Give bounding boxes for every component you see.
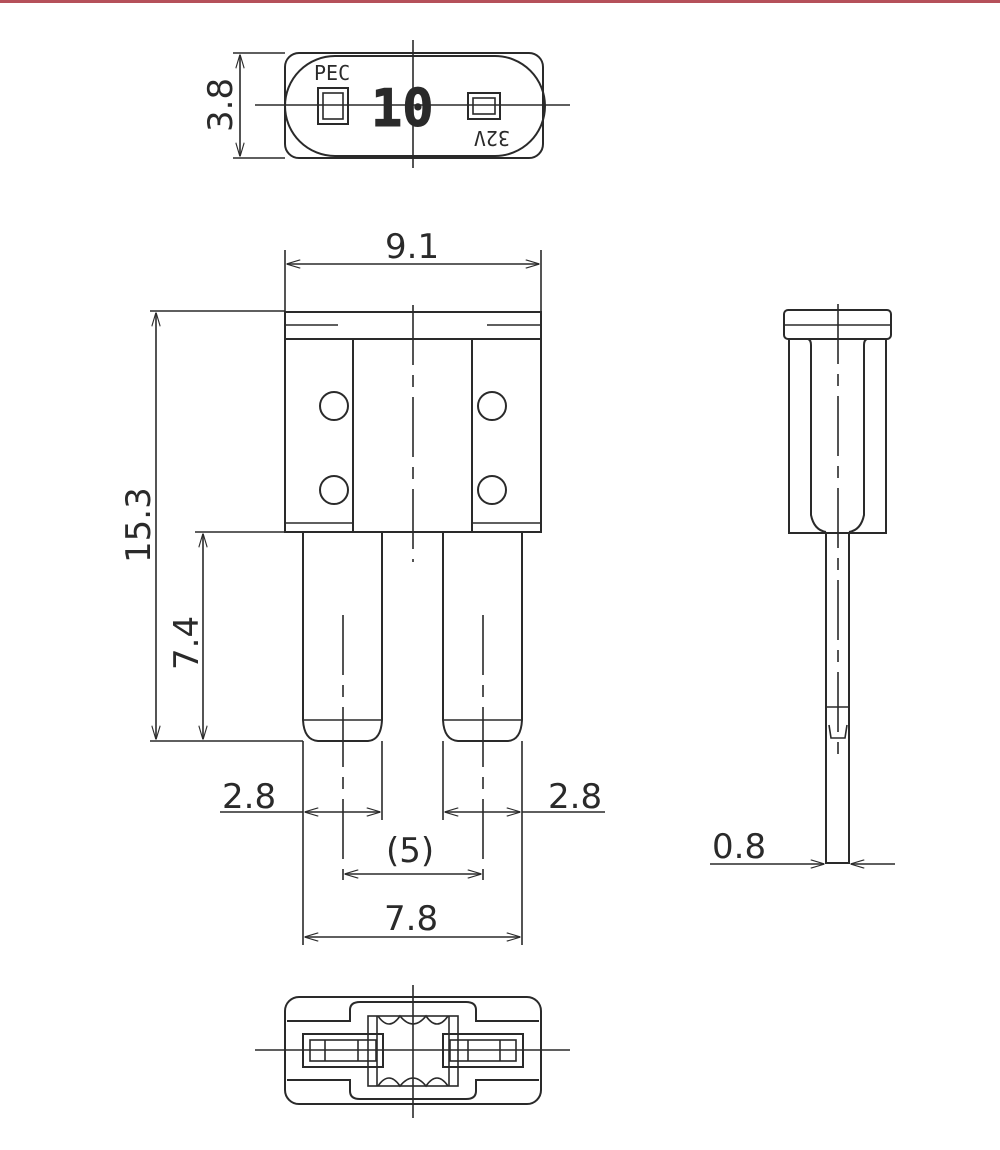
test-point-icon: [477, 475, 507, 505]
test-point-icon: [477, 391, 507, 421]
bottom-view: [255, 985, 570, 1118]
left-terminal-window: [317, 87, 349, 125]
rating-mark: 10: [371, 79, 434, 139]
top-accent-bar: [0, 0, 1000, 3]
dim-height-top-view: 3.8: [201, 78, 241, 132]
dim-total-height: 15.3: [119, 487, 159, 563]
voltage-mark: 32V: [474, 126, 510, 150]
dim-right-blade-width: 2.8: [548, 777, 602, 817]
dim-blade-thickness: 0.8: [712, 827, 766, 867]
brand-mark: PEC: [314, 61, 350, 85]
test-point-icon: [319, 475, 349, 505]
test-point-icon: [319, 391, 349, 421]
dim-blade-length: 7.4: [167, 616, 207, 670]
right-terminal-window: [467, 92, 501, 120]
dim-blade-pitch: (5): [386, 831, 434, 871]
dim-width: 9.1: [385, 227, 439, 267]
front-view: 9.1 15.3 7.4: [119, 227, 605, 945]
side-view: 0.8: [710, 304, 895, 867]
top-view: PEC 10 32V 3.8: [201, 40, 570, 168]
side-view-blade: [825, 532, 850, 864]
dim-left-blade-width: 2.8: [222, 777, 276, 817]
top-view-oval: [284, 55, 546, 157]
dim-blade-span: 7.8: [384, 899, 438, 939]
